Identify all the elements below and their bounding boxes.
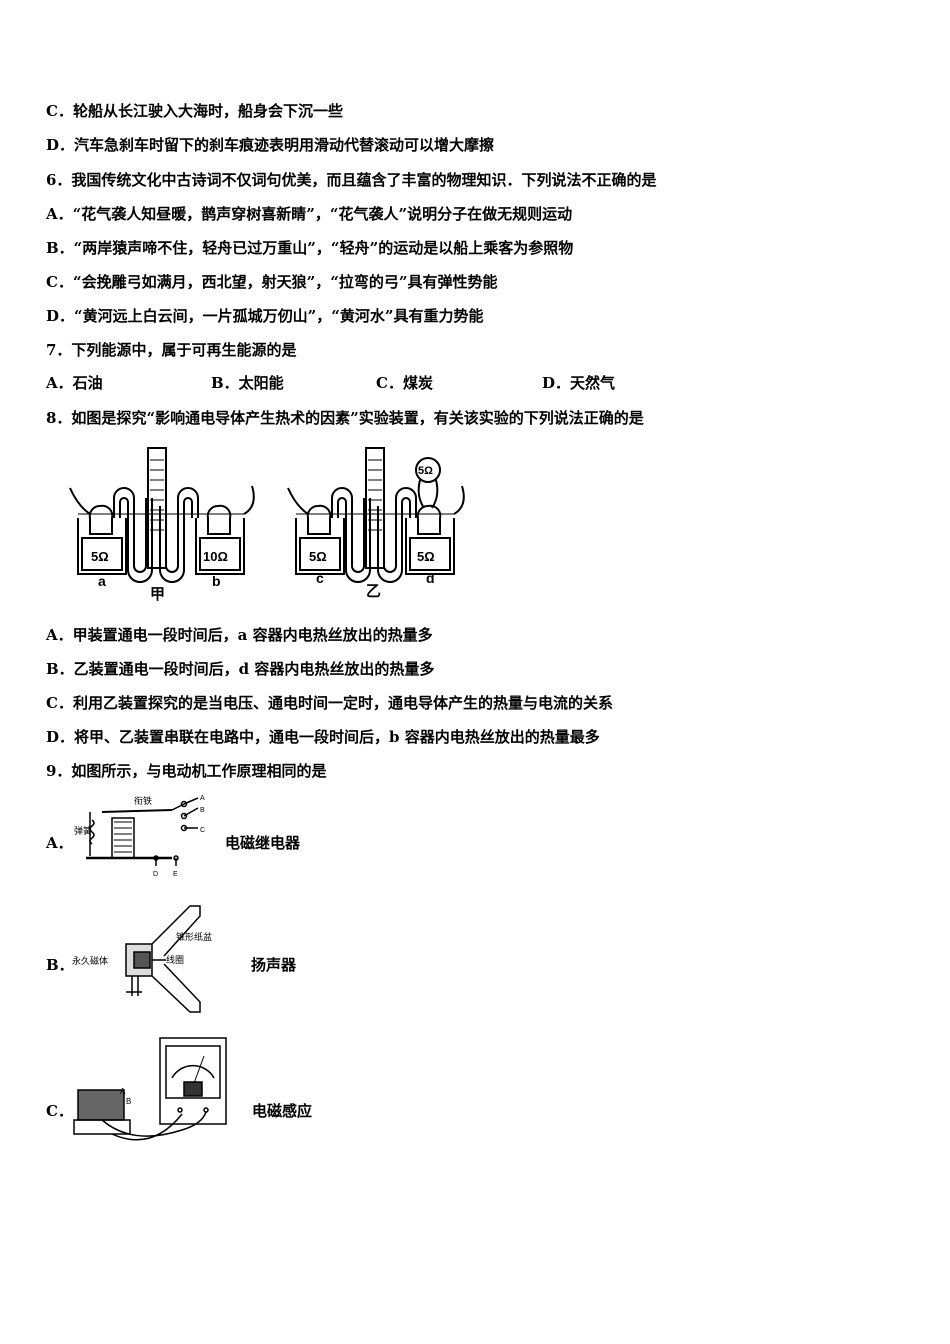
point-b-label: B [126,1097,131,1106]
induction-diagram: A B [73,1037,227,1141]
q9-option-c-label: C． [46,1102,73,1120]
q7-option-c: C．煤炭 [376,374,433,392]
galvanometer-case [159,1037,227,1125]
question-6: 6．我国传统文化中古诗词不仅词句优美，而且蕴含了丰富的物理知识．下列说法不正确的… [46,171,657,189]
q9-option-a-caption: 电磁继电器 [225,834,301,852]
apparatus-jia-label: 甲 [150,585,165,603]
magnet-label: 永久磁体 [72,955,108,967]
q6-option-c: C．“会挽雕弓如满月，西北望，射天狼”，“拉弯的弓”具有弹性势能 [46,273,498,291]
resistor-box-a [81,537,123,571]
u-magnet [77,1089,125,1121]
terminal-d-label: D [153,871,158,878]
q9-option-a-label: A． [46,834,73,852]
q7-option-a: A．石油 [46,374,103,392]
u-tube-right [165,487,199,573]
container-label-b: b [212,573,221,589]
resistor-b-value: 10Ω [203,549,228,564]
heating-apparatus-diagram: 5Ω 10Ω a b 甲 [69,447,465,603]
scale-ruler-2 [365,447,385,569]
resistor-d-value: 5Ω [417,549,435,564]
q5-option-c: C．轮船从长江驶入大海时，船身会下沉一些 [46,102,343,120]
q9-option-a-figure: 衔铁 弹簧 A B C D E [72,792,212,880]
apparatus-yi-label: 乙 [366,582,381,600]
external-resistor [415,457,441,483]
container-label-c: c [316,570,324,586]
q6-option-a: A．“花气袭人知昼暖，鹊声穿树喜新睛”，“花气袭人”说明分子在做无规则运动 [46,205,573,223]
terminal-a-label: A [200,795,205,802]
resistor-box-d [409,537,451,571]
point-a-label: A [120,1087,126,1096]
container-d [405,518,455,575]
question-9: 9．如图所示，与电动机工作原理相同的是 [46,762,327,780]
q8-option-a: A．甲装置通电一段时间后，a 容器内电热丝放出的热量多 [46,626,433,644]
question-8: 8．如图是探究“影响通电导体产生热术的因素”实验装置，有关该实验的下列说法正确的… [46,409,644,427]
q9-option-b-caption: 扬声器 [251,956,297,974]
armature-label: 衔铁 [134,795,152,807]
container-c [295,518,345,575]
q9-option-b-figure: 永久磁体 线圈 锥形纸盆 [72,900,232,1020]
terminal-b-label: B [200,807,205,814]
relay-diagram: 衔铁 弹簧 A B C D E [74,795,205,878]
container-b [195,518,245,575]
resistor-a-value: 5Ω [91,549,109,564]
container-label-d: d [426,570,435,586]
cone-label: 锥形纸盆 [176,931,212,943]
resistor-box-c [299,537,341,571]
speaker-diagram: 永久磁体 线圈 锥形纸盆 [72,905,212,1013]
q9-option-c-figure: A B [72,1034,232,1154]
resistor-c-value: 5Ω [309,549,327,564]
q8-figure: 5Ω 10Ω a b 甲 [68,446,478,606]
spring-label-part: 弹簧 [74,825,92,837]
q7-option-b: B．太阳能 [211,374,284,392]
q5-option-d: D．汽车急刹车时留下的刹车痕迹表明用滑动代替滚动可以增大摩擦 [46,136,495,154]
terminal-c-label: C [200,827,205,834]
resistor-box-b [199,537,241,571]
container-label-a: a [98,573,106,589]
q9-option-b-label: B． [46,956,74,974]
q9-option-c-caption: 电磁感应 [252,1102,313,1120]
coil-label: 线圈 [166,954,184,966]
question-7: 7．下列能源中，属于可再生能源的是 [46,341,297,359]
terminal-e-label: E [173,871,178,878]
q7-option-d: D．天然气 [542,374,616,392]
container-a [77,518,127,575]
q8-option-c: C．利用乙装置探究的是当电压、通电时间一定时，通电导体产生的热量与电流的关系 [46,694,613,712]
q6-option-d: D．“黄河远上白云间，一片孤城万仞山”，“黄河水”具有重力势能 [46,307,484,325]
resistor-external-value: 5Ω [418,465,433,477]
speaker-cone [151,905,201,957]
q8-option-d: D．将甲、乙装置串联在电路中，通电一段时间后，b 容器内电热丝放出的热量最多 [46,728,600,746]
q8-option-b: B．乙装置通电一段时间后，d 容器内电热丝放出的热量多 [46,660,435,678]
q6-option-b: B．“两岸猿声啼不住，轻舟已过万重山”，“轻舟”的运动是以船上乘客为参照物 [46,239,574,257]
u-tube-left [113,487,147,573]
scale-ruler [147,447,167,569]
